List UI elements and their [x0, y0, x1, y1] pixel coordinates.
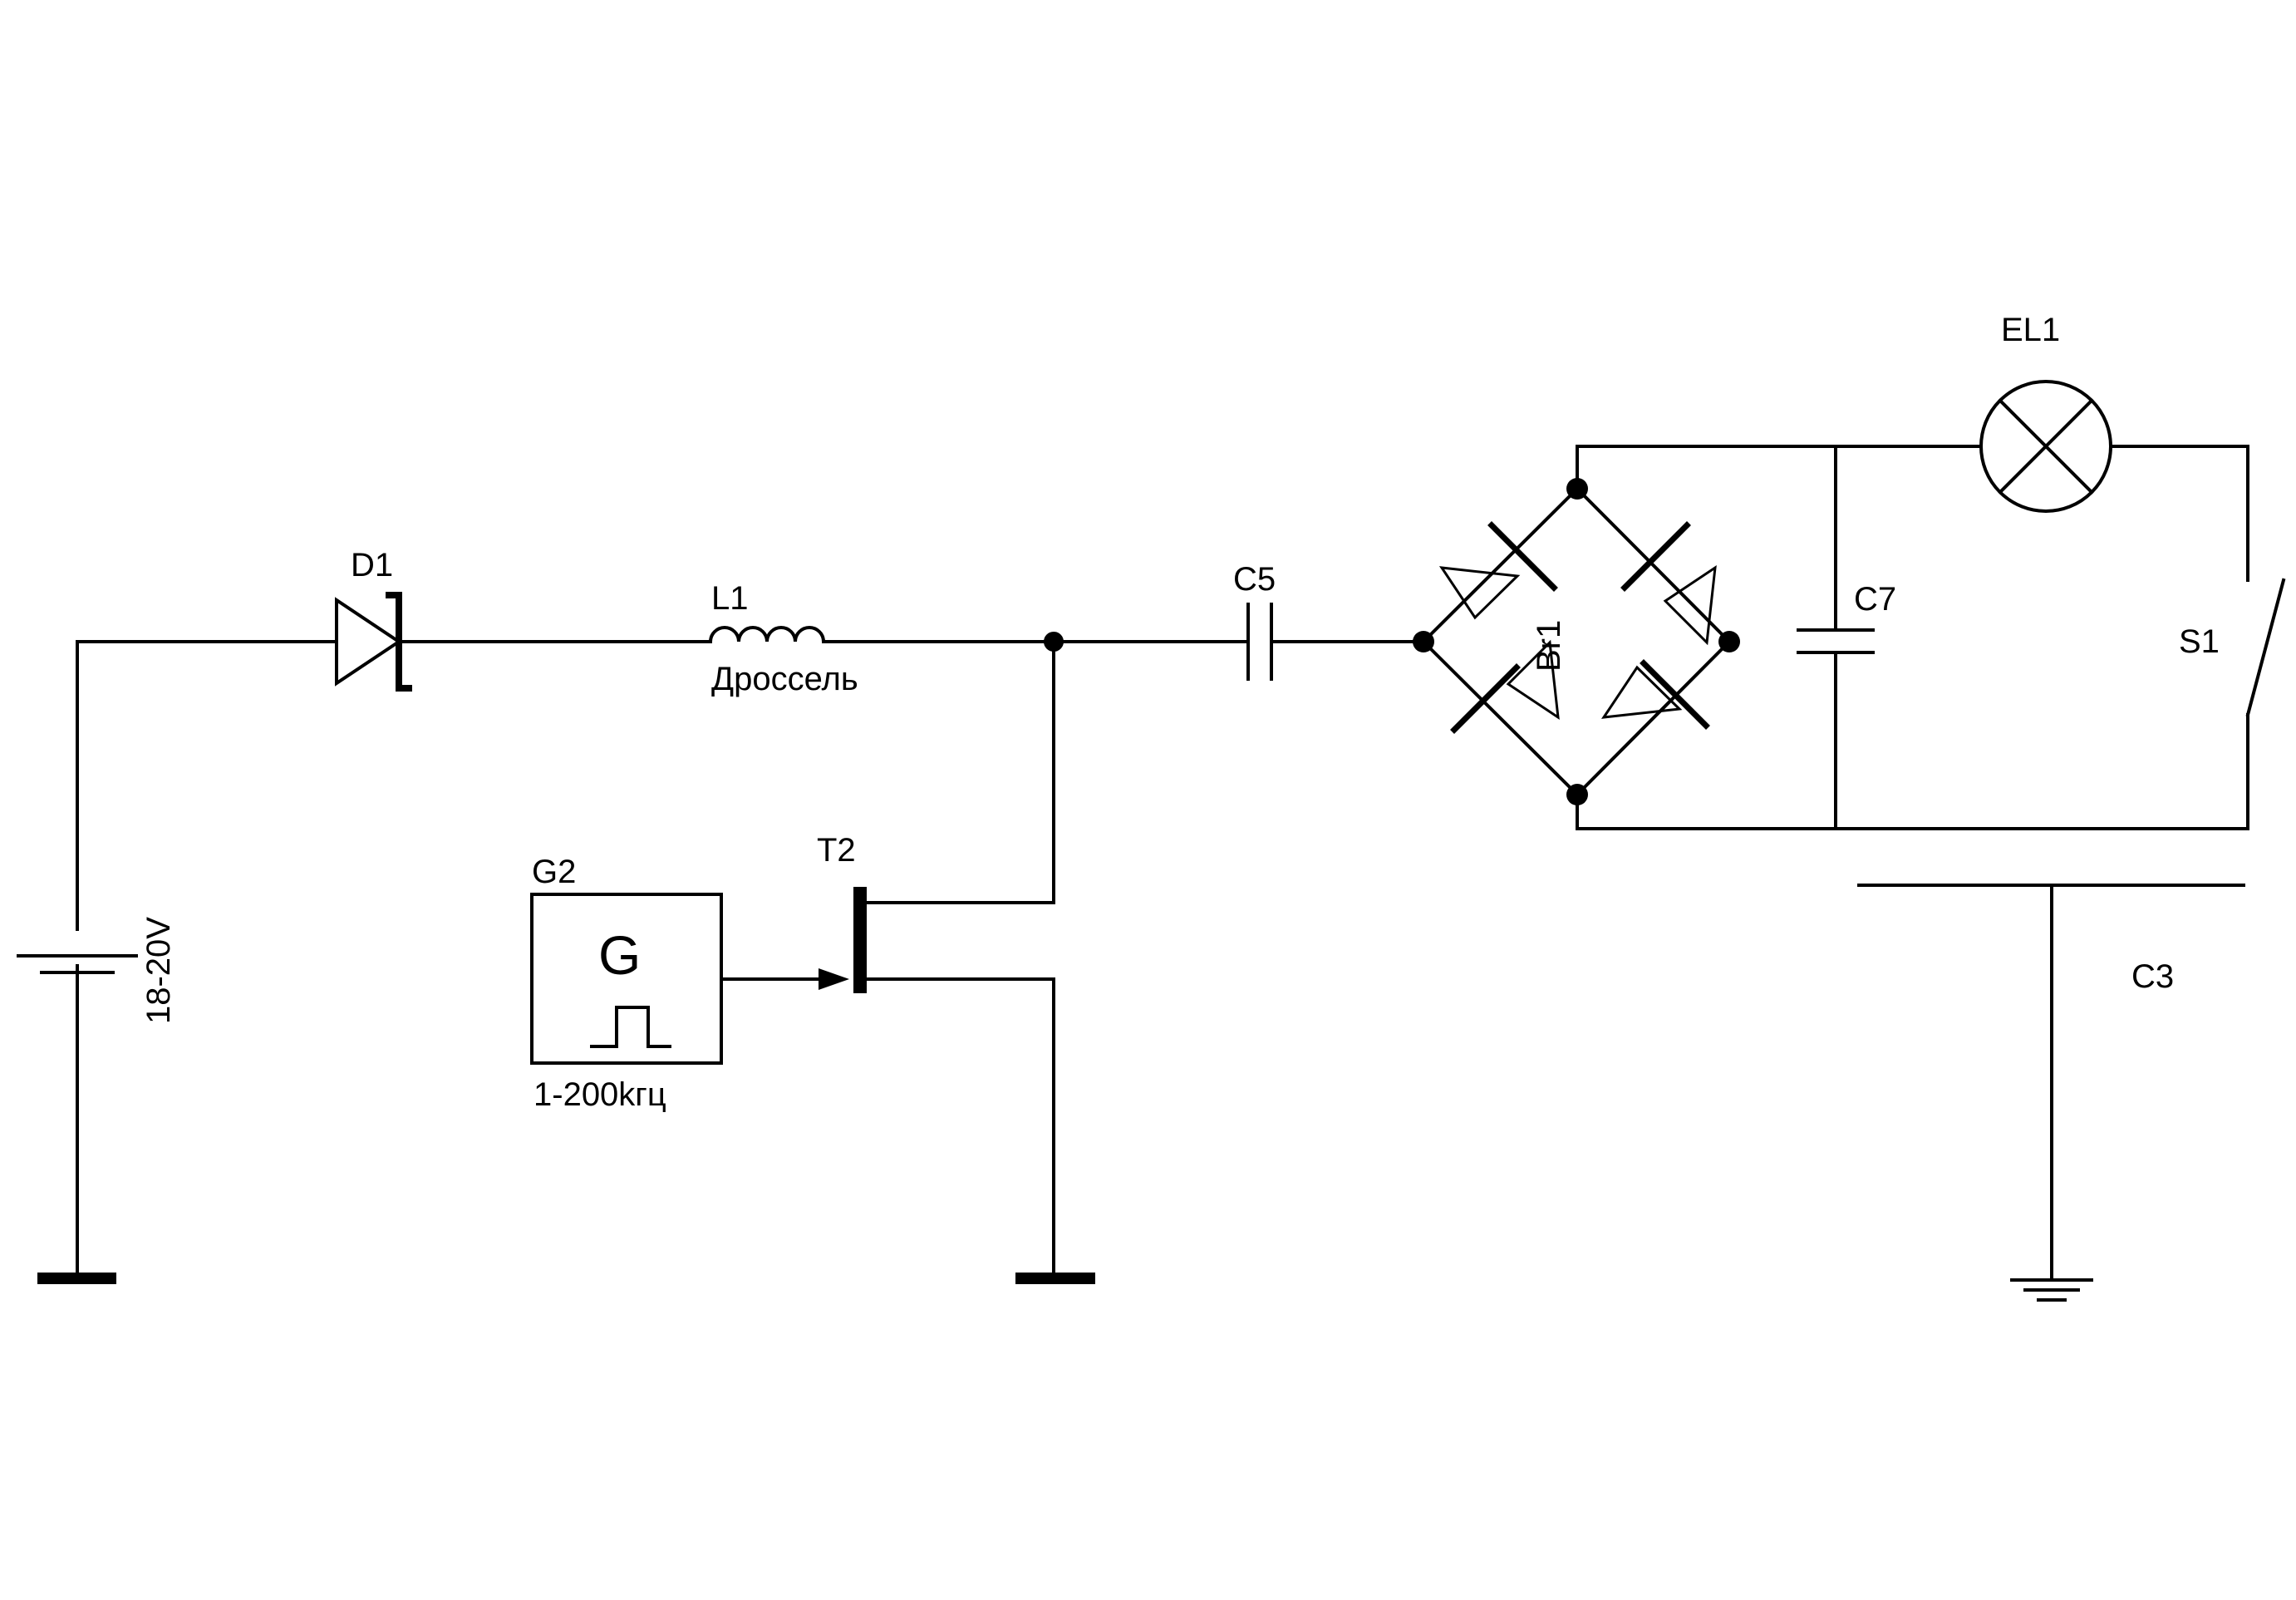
s1-label: S1	[2179, 623, 2220, 660]
earth-ground-icon	[2010, 1278, 2093, 1302]
wire-junction-collector	[858, 640, 1055, 904]
l1-label: L1	[711, 580, 749, 617]
diode-bridge-br1	[1413, 478, 1740, 805]
transistor-t2	[720, 887, 867, 993]
battery-branch-wire	[76, 640, 338, 1280]
battery-voltage-label: 18-20V	[140, 917, 177, 1024]
capacitor-c7	[1797, 445, 1875, 830]
c7-label: C7	[1854, 581, 1896, 618]
el1-label: EL1	[2001, 312, 2060, 348]
c3-label: C3	[2131, 958, 2174, 995]
lamp-el1	[1979, 380, 2112, 513]
br1-label: Br1	[1531, 620, 1567, 672]
battery-symbol	[17, 931, 138, 974]
capacitor-c5	[1246, 603, 1273, 681]
wire-lamp-switch	[2109, 445, 2249, 574]
capacitor-c3	[1857, 884, 2245, 1280]
l1-name-label: Дроссель	[711, 661, 858, 697]
wire-emitter-ground	[858, 977, 1055, 1280]
wire-bridge-top	[1576, 445, 1983, 490]
g2-label: G2	[532, 854, 576, 890]
d1-label: D1	[351, 547, 393, 583]
switch-s1	[2245, 570, 2286, 717]
c5-label: C5	[1233, 561, 1276, 598]
wire-bridge-bottom	[1576, 713, 2249, 830]
inductor-l1	[708, 626, 826, 644]
g2-symbol: G	[598, 924, 641, 986]
g2-frequency-label: 1-200kгц	[533, 1076, 666, 1113]
t2-label: T2	[817, 832, 856, 869]
